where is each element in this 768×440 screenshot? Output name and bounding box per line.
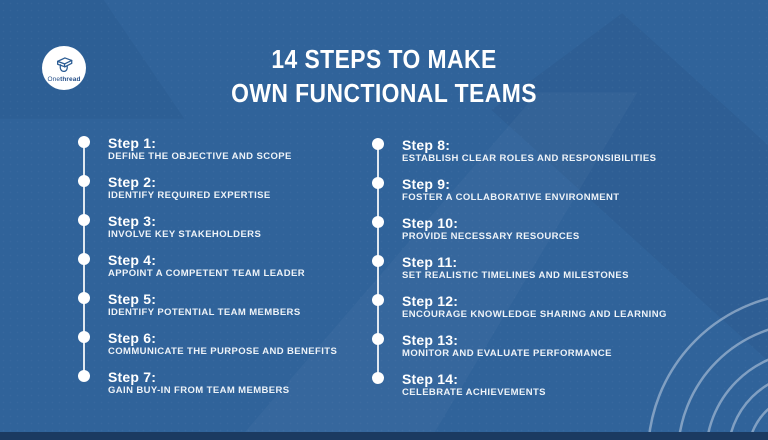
brand-spool-icon [57, 57, 73, 73]
step-marker-dot [372, 177, 384, 189]
steps-column-right: Step 8:ESTABLISH CLEAR ROLES AND RESPONS… [372, 137, 667, 410]
step-text: Step 14:CELEBRATE ACHIEVEMENTS [402, 371, 667, 399]
step-text: Step 10:PROVIDE NECESSARY RESOURCES [402, 215, 667, 243]
step-description: INVOLVE KEY STAKEHOLDERS [108, 229, 262, 240]
step-marker-dot [78, 214, 90, 226]
step-label: Step 5: [108, 291, 157, 307]
step-label: Step 7: [108, 369, 157, 385]
step-marker-dot [78, 175, 90, 187]
steps-list-right: Step 8:ESTABLISH CLEAR ROLES AND RESPONS… [372, 137, 667, 410]
step-item: Step 3:INVOLVE KEY STAKEHOLDERS [78, 213, 337, 252]
step-item: Step 12:ENCOURAGE KNOWLEDGE SHARING AND … [372, 293, 667, 332]
step-text: Step 11:SET REALISTIC TIMELINES AND MILE… [402, 254, 667, 282]
step-description: PROVIDE NECESSARY RESOURCES [402, 231, 580, 242]
step-item: Step 10:PROVIDE NECESSARY RESOURCES [372, 215, 667, 254]
step-marker-dot [78, 253, 90, 265]
step-item: Step 9:FOSTER A COLLABORATIVE ENVIRONMEN… [372, 176, 667, 215]
step-label: Step 9: [402, 176, 451, 192]
step-marker-dot [78, 136, 90, 148]
step-text: Step 3:INVOLVE KEY STAKEHOLDERS [108, 213, 337, 241]
step-label: Step 1: [108, 135, 157, 151]
step-description: APPOINT A COMPETENT TEAM LEADER [108, 268, 305, 279]
step-description: DEFINE THE OBJECTIVE AND SCOPE [108, 151, 292, 162]
step-label: Step 4: [108, 252, 157, 268]
step-label: Step 10: [402, 215, 459, 231]
step-marker-dot [372, 294, 384, 306]
step-item: Step 4:APPOINT A COMPETENT TEAM LEADER [78, 252, 337, 291]
step-label: Step 13: [402, 332, 459, 348]
step-item: Step 2:IDENTIFY REQUIRED EXPERTISE [78, 174, 337, 213]
step-text: Step 5:IDENTIFY POTENTIAL TEAM MEMBERS [108, 291, 337, 319]
bottom-accent-bar [0, 432, 768, 440]
step-text: Step 2:IDENTIFY REQUIRED EXPERTISE [108, 174, 337, 202]
step-description: IDENTIFY POTENTIAL TEAM MEMBERS [108, 307, 301, 318]
step-marker-dot [78, 292, 90, 304]
step-label: Step 14: [402, 371, 459, 387]
step-marker-dot [78, 370, 90, 382]
step-marker-dot [78, 331, 90, 343]
step-label: Step 11: [402, 254, 458, 270]
brand-logo: Onethread [42, 46, 86, 90]
step-marker-dot [372, 372, 384, 384]
page-title-line1: 14 STEPS TO MAKE [271, 44, 497, 74]
step-label: Step 2: [108, 174, 157, 190]
brand-name-thread: thread [60, 76, 81, 83]
step-marker-dot [372, 138, 384, 150]
step-text: Step 8:ESTABLISH CLEAR ROLES AND RESPONS… [402, 137, 667, 165]
step-description: IDENTIFY REQUIRED EXPERTISE [108, 190, 271, 201]
step-text: Step 4:APPOINT A COMPETENT TEAM LEADER [108, 252, 337, 280]
step-item: Step 8:ESTABLISH CLEAR ROLES AND RESPONS… [372, 137, 667, 176]
step-description: CELEBRATE ACHIEVEMENTS [402, 387, 546, 398]
page-title: 14 STEPS TO MAKE OWN FUNCTIONAL TEAMS [46, 42, 722, 110]
step-text: Step 12:ENCOURAGE KNOWLEDGE SHARING AND … [402, 293, 667, 321]
step-description: ENCOURAGE KNOWLEDGE SHARING AND LEARNING [402, 309, 667, 320]
step-marker-dot [372, 216, 384, 228]
step-item: Step 14:CELEBRATE ACHIEVEMENTS [372, 371, 667, 410]
step-description: MONITOR AND EVALUATE PERFORMANCE [402, 348, 612, 359]
step-description: COMMUNICATE THE PURPOSE AND BENEFITS [108, 346, 338, 357]
page-title-line2: OWN FUNCTIONAL TEAMS [231, 78, 537, 108]
step-marker-dot [372, 333, 384, 345]
step-text: Step 13:MONITOR AND EVALUATE PERFORMANCE [402, 332, 667, 360]
step-text: Step 6:COMMUNICATE THE PURPOSE AND BENEF… [108, 330, 337, 358]
step-item: Step 5:IDENTIFY POTENTIAL TEAM MEMBERS [78, 291, 337, 330]
step-description: GAIN BUY-IN FROM TEAM MEMBERS [108, 385, 290, 396]
step-description: FOSTER A COLLABORATIVE ENVIRONMENT [402, 192, 620, 203]
step-label: Step 6: [108, 330, 157, 346]
step-item: Step 6:COMMUNICATE THE PURPOSE AND BENEF… [78, 330, 337, 369]
step-label: Step 12: [402, 293, 459, 309]
step-item: Step 11:SET REALISTIC TIMELINES AND MILE… [372, 254, 667, 293]
step-label: Step 8: [402, 137, 451, 153]
step-marker-dot [372, 255, 384, 267]
step-description: ESTABLISH CLEAR ROLES AND RESPONSIBILITI… [402, 153, 657, 164]
step-text: Step 1:DEFINE THE OBJECTIVE AND SCOPE [108, 135, 337, 163]
brand-name-one: One [47, 76, 61, 83]
step-item: Step 13:MONITOR AND EVALUATE PERFORMANCE [372, 332, 667, 371]
step-description: SET REALISTIC TIMELINES AND MILESTONES [402, 270, 629, 281]
step-text: Step 7:GAIN BUY-IN FROM TEAM MEMBERS [108, 369, 337, 397]
brand-name: Onethread [47, 76, 80, 83]
step-item: Step 7:GAIN BUY-IN FROM TEAM MEMBERS [78, 369, 337, 408]
step-item: Step 1:DEFINE THE OBJECTIVE AND SCOPE [78, 135, 337, 174]
step-text: Step 9:FOSTER A COLLABORATIVE ENVIRONMEN… [402, 176, 667, 204]
step-label: Step 3: [108, 213, 157, 229]
